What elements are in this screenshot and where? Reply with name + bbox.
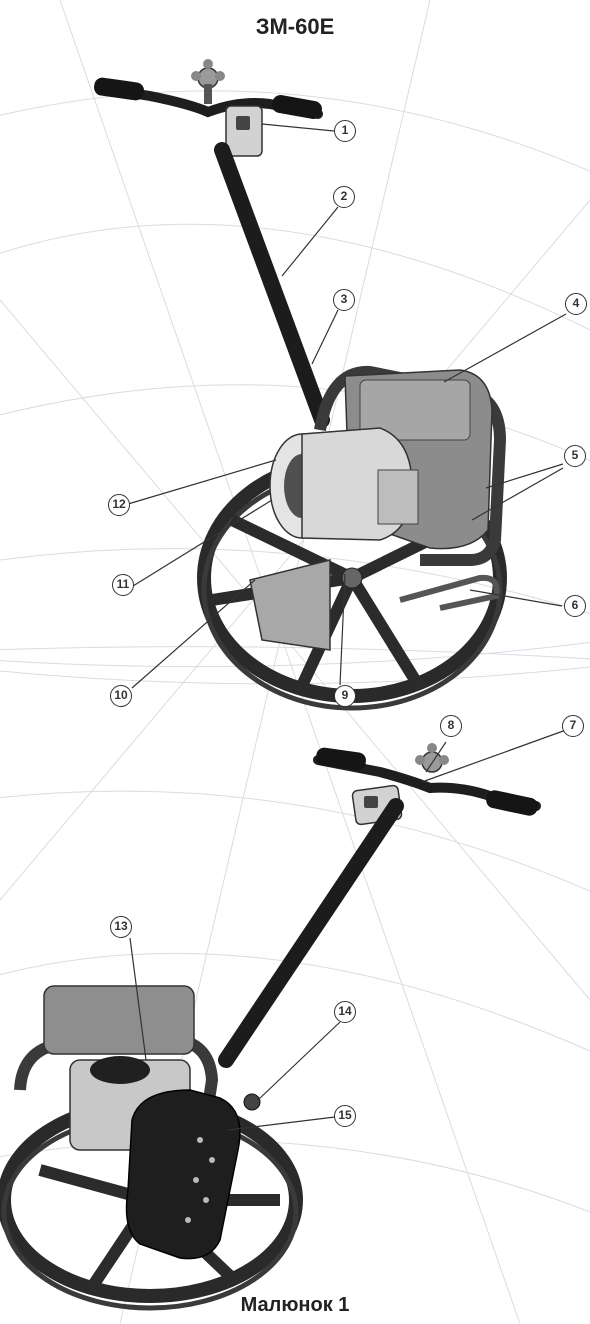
callout-1: 1	[334, 120, 356, 142]
callout-15: 15	[334, 1105, 356, 1127]
grip-left-2	[316, 747, 366, 771]
shaft-2	[218, 798, 404, 1068]
callout-12: 12	[108, 494, 130, 516]
callout-3: 3	[333, 289, 355, 311]
bolt-1	[341, 567, 363, 589]
callout-6: 6	[564, 595, 586, 617]
lift-handle-1	[399, 574, 500, 611]
grip-right-1	[272, 95, 322, 119]
grip-right-2	[486, 790, 538, 816]
belt-cover	[125, 1089, 241, 1260]
callout-8: 8	[440, 715, 462, 737]
adjust-knob-1	[191, 59, 225, 104]
callout-13: 13	[110, 916, 132, 938]
handlebar-2	[313, 755, 541, 811]
callout-14: 14	[334, 1001, 356, 1023]
switch-box-1	[225, 105, 263, 157]
callout-7: 7	[562, 715, 584, 737]
shaft-1	[214, 142, 330, 428]
callout-2: 2	[333, 186, 355, 208]
callout-5: 5	[564, 445, 586, 467]
grip-left-1	[94, 77, 144, 101]
machine-2	[0, 743, 541, 1311]
blade-1	[249, 559, 331, 651]
callout-11: 11	[112, 574, 134, 596]
callout-10: 10	[110, 685, 132, 707]
callout-4: 4	[565, 293, 587, 315]
handlebar-1	[95, 83, 323, 119]
bolt-2	[243, 1093, 261, 1111]
gearbox-2	[43, 985, 195, 1055]
figure-caption: Малюнок 1	[240, 1294, 350, 1316]
model-title: ЗМ-60Е	[255, 14, 335, 39]
callout-9: 9	[334, 685, 356, 707]
